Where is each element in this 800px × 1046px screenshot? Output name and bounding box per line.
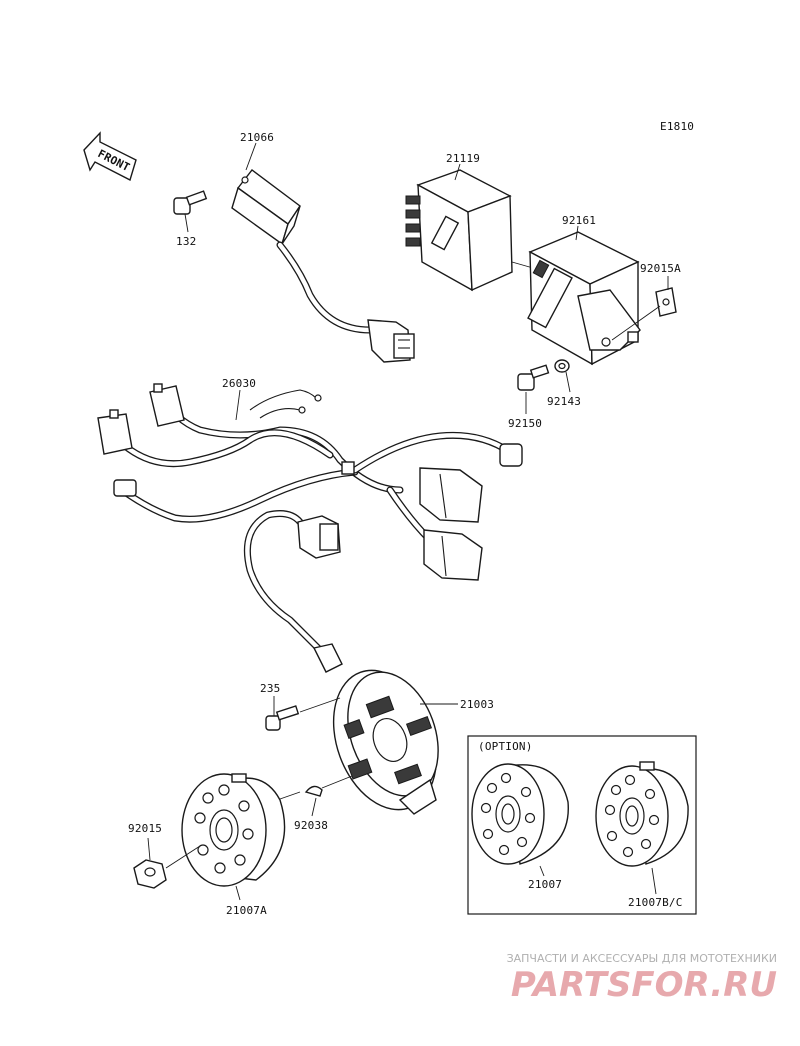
label-92150: 92150 — [508, 417, 542, 430]
part-21066-module — [231, 169, 415, 363]
label-21007: 21007 — [528, 878, 562, 891]
label-92038: 92038 — [294, 819, 328, 832]
part-92143-washer — [554, 359, 571, 393]
part-26030-harness — [97, 383, 523, 581]
part-21007BC-rotor — [595, 761, 689, 867]
part-21119-igniter — [405, 169, 513, 292]
part-92150-bolt — [517, 364, 550, 414]
label-92015A: 92015A — [640, 262, 681, 275]
label-21003: 21003 — [460, 698, 494, 711]
watermark: ЗАПЧАСТИ И АКСЕССУАРЫ ДЛЯ МОТОТЕХНИКИ PA… — [507, 952, 777, 1005]
part-21007A-flywheel — [181, 773, 286, 901]
part-92161-regulator — [527, 231, 641, 366]
watermark-brand: PARTSFOR.RU — [511, 965, 777, 1005]
watermark-subtitle: ЗАПЧАСТИ И АКСЕССУАРЫ ДЛЯ МОТОТЕХНИКИ — [507, 952, 777, 965]
part-92015A-nut — [611, 276, 677, 341]
part-21007-rotor — [471, 763, 569, 865]
option-label: (OPTION) — [478, 740, 533, 753]
label-92161: 92161 — [562, 214, 596, 227]
label-92143: 92143 — [547, 395, 581, 408]
option-box: (OPTION) 21007 — [467, 735, 697, 915]
label-21119: 21119 — [446, 152, 480, 165]
part-132-bolt — [173, 190, 208, 233]
label-132: 132 — [176, 235, 196, 248]
part-21003-stator — [243, 510, 439, 815]
label-26030: 26030 — [222, 377, 256, 390]
label-21007A: 21007A — [226, 904, 267, 917]
front-arrow-icon: FRONT — [83, 131, 137, 182]
part-92015-nut — [133, 837, 201, 889]
label-21007BC: 21007B/C — [628, 896, 683, 909]
label-235: 235 — [260, 682, 280, 695]
label-21066: 21066 — [240, 131, 274, 144]
part-235-screw — [265, 696, 341, 731]
diagram-code: E1810 — [660, 120, 694, 133]
label-92015: 92015 — [128, 822, 162, 835]
